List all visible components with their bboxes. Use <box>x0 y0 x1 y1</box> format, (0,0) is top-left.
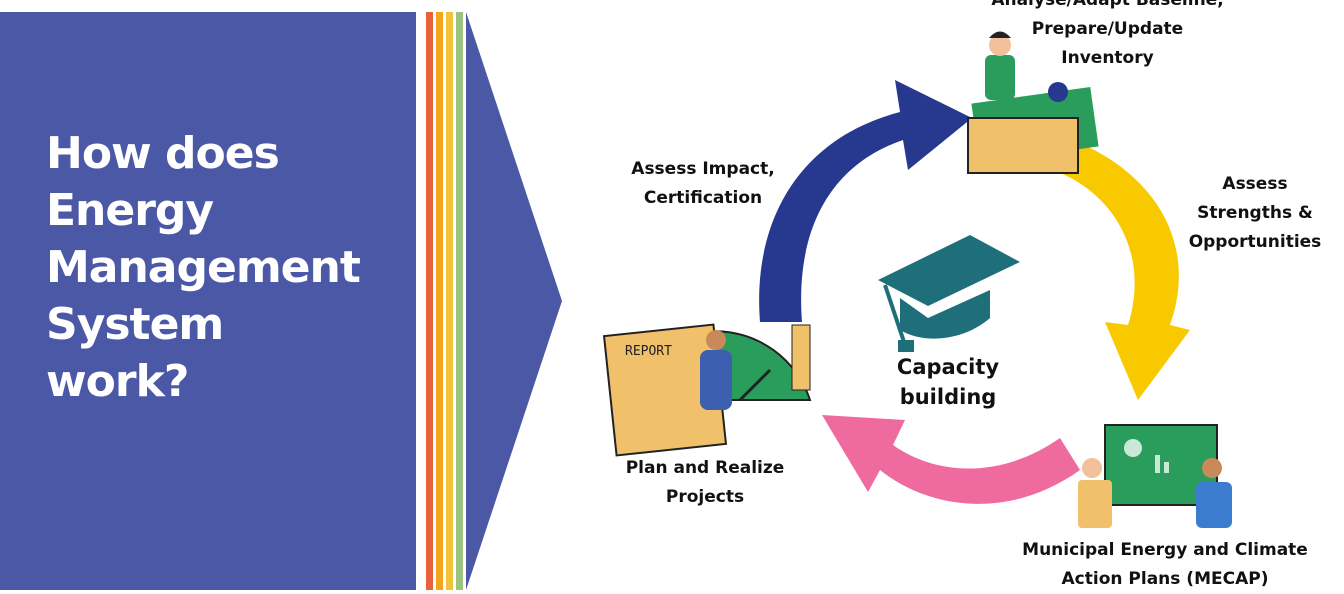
step-plan-projects-label: Plan and Realize Projects <box>605 454 805 512</box>
arrow-yellow <box>1058 140 1190 400</box>
step-mecap-label: Municipal Energy and Climate Action Plan… <box>1000 536 1330 594</box>
center-line-1: Capacity <box>896 355 1000 379</box>
stripe-green <box>456 12 463 590</box>
report-label: REPORT <box>625 344 672 359</box>
step-baseline-line-1: Analyse/Adapt Baseline, <box>991 0 1224 10</box>
center-label: Capacity building <box>878 352 1018 412</box>
stripe-yellow <box>446 12 453 590</box>
arrow-pink <box>822 415 1080 504</box>
step-assess-line-2: Strengths & <box>1197 203 1313 223</box>
step-plan-line-2: Projects <box>665 487 745 507</box>
inventory-illustration <box>967 31 1099 174</box>
center-line-2: building <box>899 385 997 409</box>
step-plan-line-1: Plan and Realize <box>625 458 785 478</box>
title-line-1: How does <box>46 128 280 179</box>
chevron-arrow <box>466 12 562 590</box>
stripe-orange <box>436 12 443 590</box>
step-baseline-label: Analyse/Adapt Baseline, Prepare/Update I… <box>975 0 1240 73</box>
step-baseline-line-2: Prepare/Update <box>1031 19 1184 39</box>
projects-illustration: REPORT <box>602 323 812 457</box>
graduation-cap-icon <box>878 235 1020 352</box>
title-line-3: Management <box>46 242 361 293</box>
mecap-illustration <box>1078 424 1232 528</box>
title-line-2: Energy <box>46 185 214 236</box>
step-impact-line-1: Assess Impact, <box>631 159 775 179</box>
step-assess-line-3: Opportunities <box>1188 232 1322 252</box>
title-panel <box>0 12 416 590</box>
step-mecap-line-2: Action Plans (MECAP) <box>1061 569 1269 589</box>
step-assess-impact-label: Assess Impact, Certification <box>608 155 798 213</box>
slide-title: How does Energy Management System work? <box>46 125 396 410</box>
step-assess-strengths-label: Assess Strengths & Opportunities <box>1180 170 1330 257</box>
arrow-blue <box>759 80 972 322</box>
step-mecap-line-1: Municipal Energy and Climate <box>1022 540 1308 560</box>
stripe-red <box>426 12 433 590</box>
title-line-5: work? <box>46 356 189 407</box>
step-assess-line-1: Assess <box>1222 174 1288 194</box>
step-impact-line-2: Certification <box>643 188 763 208</box>
step-baseline-line-3: Inventory <box>1061 48 1154 68</box>
title-line-4: System <box>46 299 224 350</box>
